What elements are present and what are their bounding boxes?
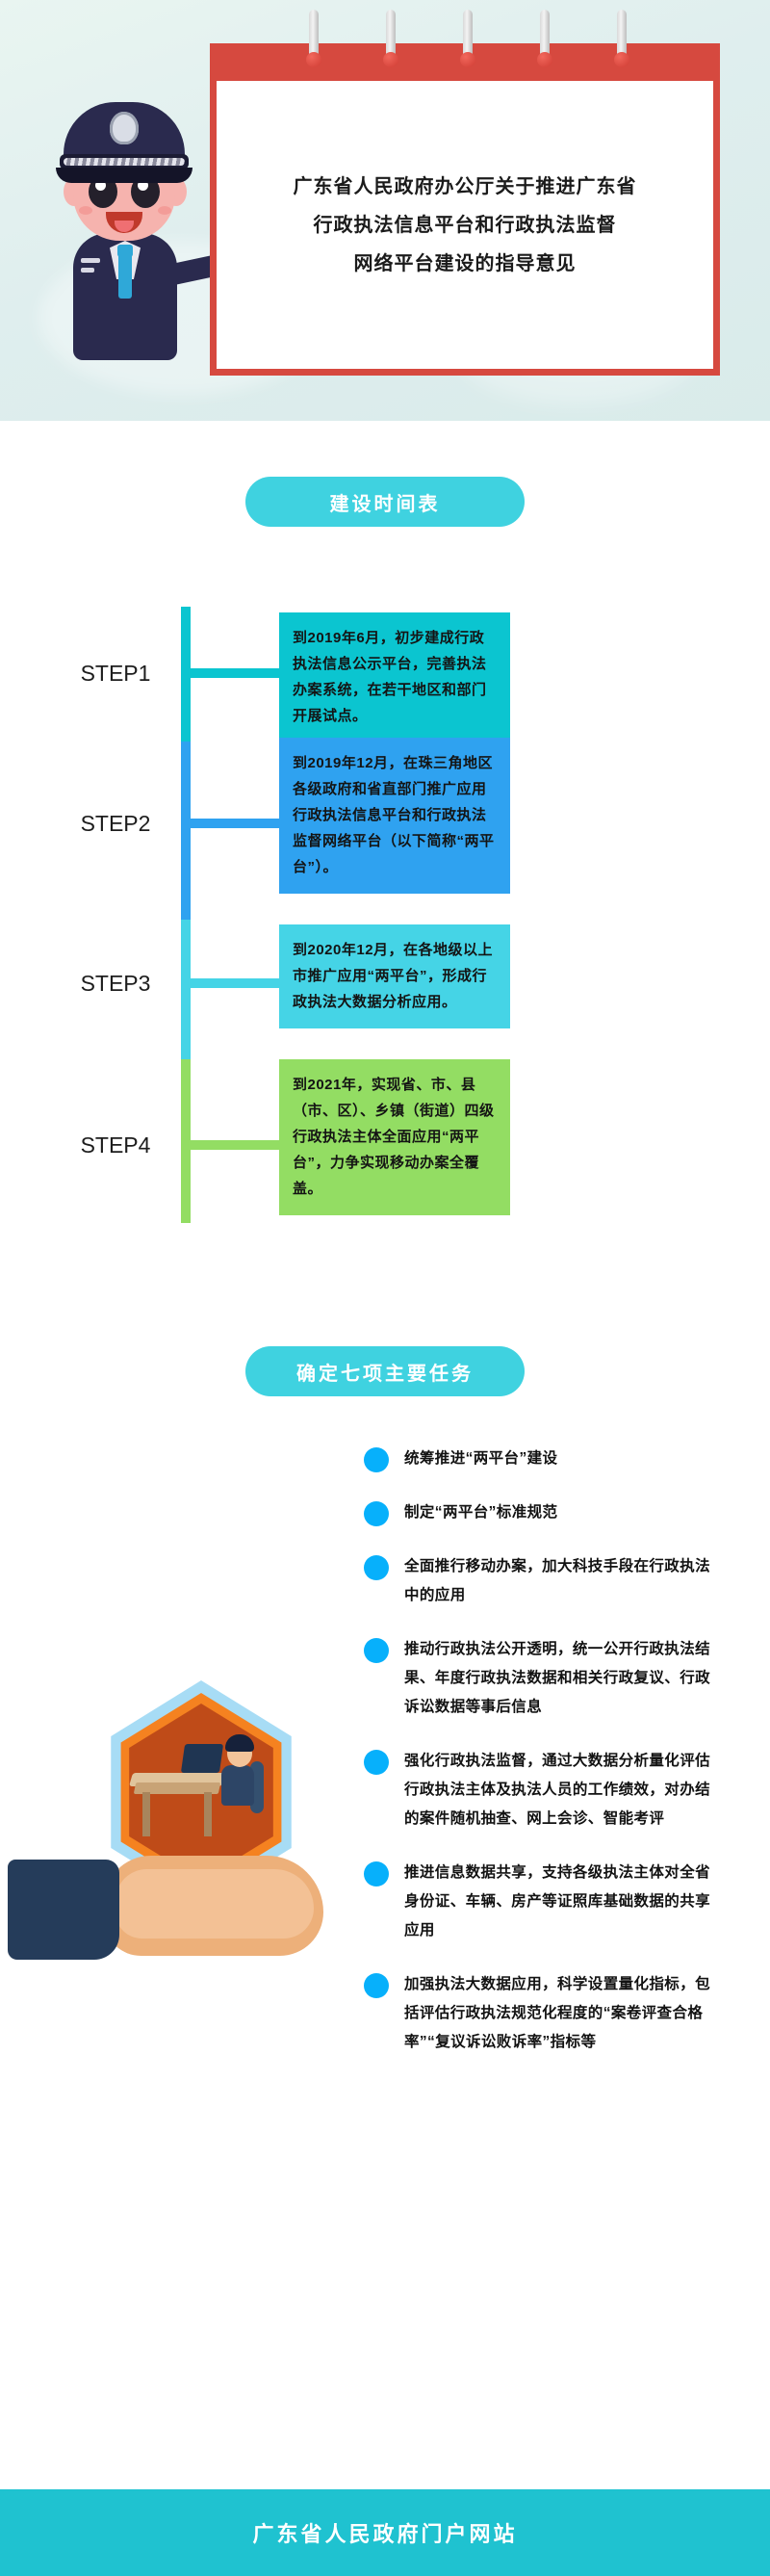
mascot-cheek-left: [79, 206, 92, 215]
calendar-ring-3: [460, 10, 475, 77]
calendar-ring-4: [537, 10, 552, 77]
task-item-text-2: 制定“两平台”标准规范: [404, 1504, 558, 1521]
mascot-hat-brim: [56, 168, 192, 183]
task-item: 制定“两平台”标准规范: [0, 1498, 770, 1527]
calendar-ring-2: [383, 10, 398, 77]
task-item-text-6: 推进信息数据共享，支持各级执法主体对全省身份证、车辆、房产等证照库基础数据的共享…: [404, 1864, 711, 1939]
page-title-line-1: 广东省人民政府办公厅关于推进广东省: [293, 175, 637, 197]
calendar-ring-1: [306, 10, 321, 77]
timeline-step-3-label: STEP3: [80, 971, 151, 996]
section-banner-tasks-label: 确定七项主要任务: [296, 1363, 474, 1385]
timeline-step-4-label: STEP4: [80, 1132, 151, 1158]
timeline-step-1-text: 到2019年6月，初步建成行政执法信息公示平台，完善执法办案系统，在若干地区和部…: [293, 630, 487, 724]
task-item: 推进信息数据共享，支持各级执法主体对全省身份证、车辆、房产等证照库基础数据的共享…: [0, 1859, 770, 1945]
timeline-step-1-box: 到2019年6月，初步建成行政执法信息公示平台，完善执法办案系统，在若干地区和部…: [279, 612, 510, 742]
timeline-step-4-text: 到2021年，实现省、市、县（市、区）、乡镇（街道）四级行政执法主体全面应用“两…: [293, 1077, 495, 1197]
task-item-text-4: 推动行政执法公开透明，统一公开行政执法结果、年度行政执法数据和相关行政复议、行政…: [404, 1641, 711, 1715]
timeline-section: STEP1 到2019年6月，初步建成行政执法信息公示平台，完善执法办案系统，在…: [0, 607, 770, 1271]
timeline-spine-step3: [181, 920, 191, 1059]
title-card: 广东省人民政府办公厅关于推进广东省 行政执法信息平台和行政执法监督 网络平台建设…: [210, 43, 720, 376]
mascot-badge-bar-2: [81, 268, 94, 273]
page-title-line-3: 网络平台建设的指导意见: [353, 252, 577, 274]
task-item: 加强执法大数据应用，科学设置量化指标，包括评估行政执法规范化程度的“案卷评查合格…: [0, 1970, 770, 2057]
task-item: 全面推行移动办案，加大科技手段在行政执法中的应用: [0, 1552, 770, 1610]
bullet-dot-icon: [364, 1861, 389, 1886]
tasks-list: 统筹推进“两平台”建设 制定“两平台”标准规范 全面推行移动办案，加大科技手段在…: [0, 1444, 770, 2082]
bullet-dot-icon: [364, 1973, 389, 1998]
timeline-step-2-label: STEP2: [80, 811, 151, 836]
section-banner-timeline: 建设时间表: [245, 477, 525, 527]
timeline-connector-3: [181, 978, 279, 988]
page-title-line-2: 行政执法信息平台和行政执法监督: [313, 214, 617, 236]
section-banner-timeline-label: 建设时间表: [329, 493, 441, 515]
worker-hair: [225, 1734, 254, 1752]
mascot-cheek-right: [158, 206, 171, 215]
suit-sleeve: [8, 1860, 119, 1960]
timeline-step-3-text: 到2020年12月，在各地级以上市推广应用“两平台”，形成行政执法大数据分析应用…: [293, 942, 494, 1010]
timeline-step-1-label: STEP1: [80, 661, 151, 686]
calendar-ring-5: [614, 10, 629, 77]
police-emblem-icon: [110, 112, 139, 144]
timeline-connector-4: [181, 1140, 279, 1150]
desk-leg-left: [142, 1792, 150, 1836]
task-item: 统筹推进“两平台”建设: [0, 1444, 770, 1473]
worker-body: [221, 1765, 254, 1806]
bullet-dot-icon: [364, 1555, 389, 1580]
task-item-text-1: 统筹推进“两平台”建设: [404, 1450, 558, 1467]
bullet-dot-icon: [364, 1638, 389, 1663]
policeman-mascot-icon: [35, 52, 261, 360]
monitor-icon: [180, 1744, 224, 1773]
mascot-badge-bar-1: [81, 258, 100, 263]
hand-office-illustration-icon: [8, 1680, 325, 2162]
timeline-spine-step2: [181, 742, 191, 920]
footer-bar: 广东省人民政府门户网站: [0, 2489, 770, 2576]
bullet-dot-icon: [364, 1501, 389, 1526]
mascot-tie: [118, 252, 132, 299]
task-item-text-7: 加强执法大数据应用，科学设置量化指标，包括评估行政执法规范化程度的“案卷评查合格…: [404, 1976, 711, 2050]
bullet-dot-icon: [364, 1447, 389, 1472]
task-item: 强化行政执法监督，通过大数据分析量化评估行政执法主体及执法人员的工作绩效，对办结…: [0, 1747, 770, 1834]
timeline-step-2-box: 到2019年12月，在珠三角地区各级政府和省直部门推广应用行政执法信息平台和行政…: [279, 738, 510, 894]
timeline-step-2-text: 到2019年12月，在珠三角地区各级政府和省直部门推广应用行政执法信息平台和行政…: [293, 755, 495, 875]
task-item-text-5: 强化行政执法监督，通过大数据分析量化评估行政执法主体及执法人员的工作绩效，对办结…: [404, 1753, 711, 1827]
title-card-body: 广东省人民政府办公厅关于推进广东省 行政执法信息平台和行政执法监督 网络平台建设…: [217, 81, 713, 369]
mascot-hat-braid: [64, 158, 185, 166]
timeline-step-4-box: 到2021年，实现省、市、县（市、区）、乡镇（街道）四级行政执法主体全面应用“两…: [279, 1059, 510, 1215]
task-item: 推动行政执法公开透明，统一公开行政执法结果、年度行政执法数据和相关行政复议、行政…: [0, 1635, 770, 1722]
desk-leg-right: [204, 1792, 212, 1836]
timeline-connector-2: [181, 819, 279, 828]
hero-section: 广东省人民政府办公厅关于推进广东省 行政执法信息平台和行政执法监督 网络平台建设…: [0, 0, 770, 421]
hand-palm-highlight: [116, 1869, 314, 1939]
task-item-text-3: 全面推行移动办案，加大科技手段在行政执法中的应用: [404, 1558, 711, 1603]
timeline-connector-1: [181, 668, 279, 678]
section-banner-tasks: 确定七项主要任务: [245, 1346, 525, 1396]
mascot-mouth: [106, 212, 142, 233]
footer-site-name: 广东省人民政府门户网站: [252, 2522, 518, 2546]
timeline-step-3-box: 到2020年12月，在各地级以上市推广应用“两平台”，形成行政执法大数据分析应用…: [279, 924, 510, 1028]
bullet-dot-icon: [364, 1750, 389, 1775]
